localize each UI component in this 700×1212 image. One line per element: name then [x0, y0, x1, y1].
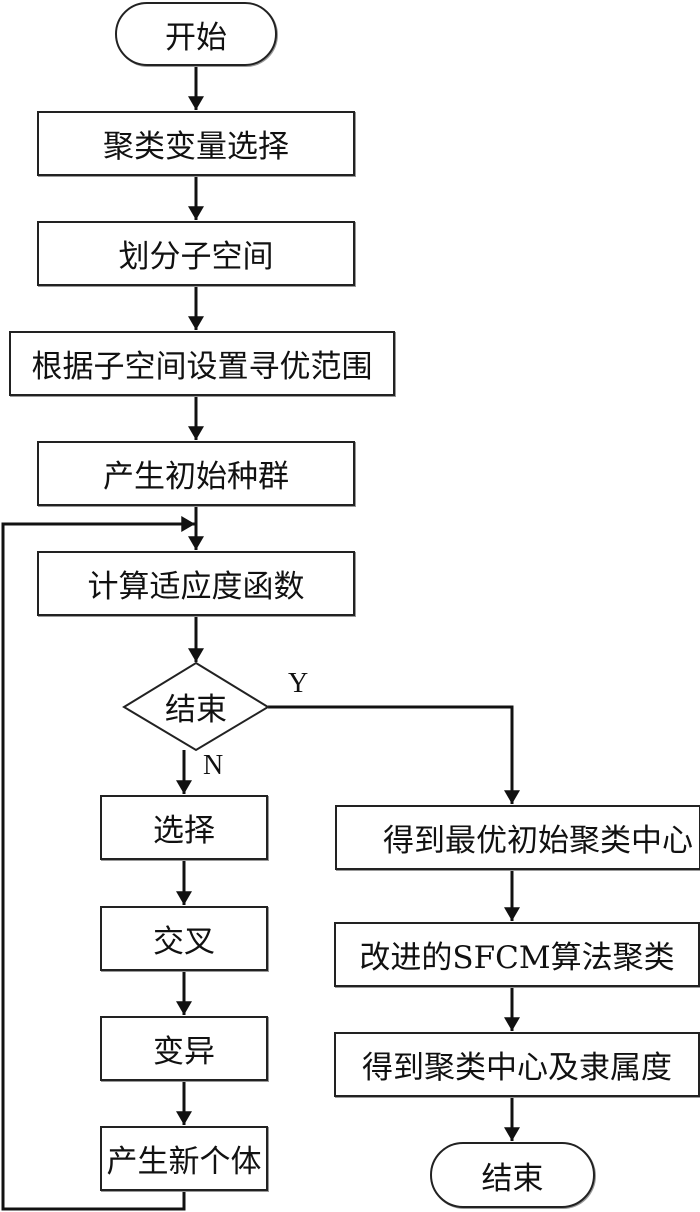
step-divide-subspace: 划分子空间	[37, 221, 355, 286]
step-set-search-range: 根据子空间设置寻优范围	[9, 331, 395, 396]
arrow-decision-yes	[268, 705, 520, 804]
step-label: 划分子空间	[118, 239, 274, 275]
step-label: 产生初始种群	[103, 459, 289, 495]
step-label: 得到聚类中心及隶属度	[362, 1050, 672, 1086]
step-label: 改进的SFCM算法聚类	[359, 940, 675, 976]
step-label: 变异	[153, 1034, 215, 1070]
end-label: 结束	[481, 1160, 544, 1197]
step-crossover: 交叉	[100, 906, 268, 971]
step-initial-population: 产生初始种群	[37, 441, 355, 506]
step-label: 得到最优初始聚类中心	[383, 823, 693, 859]
no-label: N	[203, 750, 224, 781]
step-centers-and-membership: 得到聚类中心及隶属度	[334, 1032, 700, 1097]
decision-diamond	[122, 661, 270, 752]
step-new-individual: 产生新个体	[100, 1126, 268, 1191]
step-label: 计算适应度函数	[87, 569, 305, 605]
decision-label: 结束	[165, 692, 227, 728]
start-label: 开始	[165, 19, 227, 56]
step-label: 交叉	[153, 924, 215, 960]
step-improved-sfcm: 改进的SFCM算法聚类	[334, 922, 700, 987]
step-label: 产生新个体	[106, 1144, 262, 1180]
step-label: 选择	[153, 813, 215, 849]
step-cluster-variable-selection: 聚类变量选择	[37, 111, 355, 176]
loop-back-arrow	[1, 516, 195, 1211]
yes-label: Y	[288, 668, 309, 699]
step-fitness-function: 计算适应度函数	[37, 551, 355, 616]
step-mutation: 变异	[100, 1016, 268, 1081]
step-selection: 选择	[100, 795, 268, 860]
step-optimal-initial-centers: 得到最优初始聚类中心	[335, 805, 700, 870]
start-terminal: 开始	[115, 2, 277, 66]
end-terminal: 结束	[430, 1142, 595, 1208]
step-label: 聚类变量选择	[103, 129, 289, 165]
step-label: 根据子空间设置寻优范围	[31, 349, 373, 385]
